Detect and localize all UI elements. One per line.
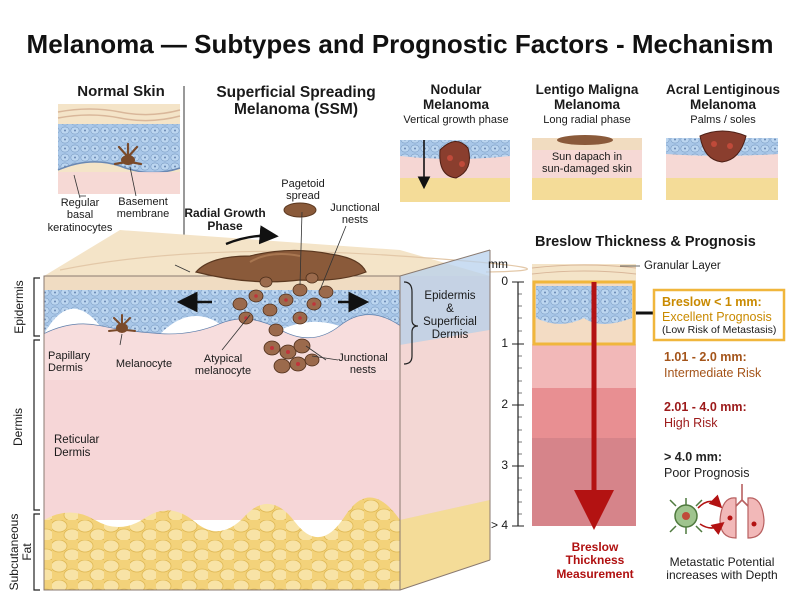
normal-skin-inset <box>57 104 181 194</box>
layer-brackets <box>33 277 40 591</box>
risk-2-text: Intermediate Risk <box>664 366 762 380</box>
nodular-inset <box>400 140 510 202</box>
zone-over-4mm <box>532 438 636 526</box>
reticular-dermis-layer <box>44 380 400 520</box>
subtype-lentigo-note: Sun dapach in sun-damaged skin <box>542 151 632 176</box>
subcutaneous-fat-layer <box>44 497 400 590</box>
risk-1-note: (Low Risk of Metastasis) <box>662 324 777 336</box>
ssm-tumor <box>194 202 367 283</box>
breslow-measurement-label: Breslow Thickness Measurement <box>556 540 634 581</box>
ruler-tick-4: > 4 <box>490 518 508 532</box>
layer-label-epidermis: Epidermis <box>12 280 26 334</box>
ruler-tick-1: 1 <box>501 336 508 350</box>
ruler-tick-2: 2 <box>501 397 508 411</box>
breslow-column <box>531 264 654 530</box>
layer-label-subcutaneous-fat: Subcutaneous Fat <box>7 513 35 591</box>
label-papillary-dermis: Papillary Dermis <box>48 350 91 375</box>
lymph-node-icon <box>669 498 703 534</box>
epidermis-bracket <box>403 281 419 365</box>
risk-4-text: Poor Prognosis <box>664 466 750 480</box>
subtype-lentigo-name: Lentigo Maligna Melanoma <box>535 82 639 113</box>
label-granular-layer: Granular Layer <box>644 260 721 272</box>
subtype-lentigo-desc: Long radial phase <box>543 114 631 126</box>
breslow-ruler <box>512 281 524 527</box>
page-title: Melanoma — Subtypes and Prognostic Facto… <box>26 29 774 59</box>
risk-3-range: 2.01 - 4.0 mm: <box>664 400 747 414</box>
ruler-tick-0: 0 <box>501 274 508 288</box>
subtype-nodular-name: Nodular Melanoma <box>422 82 490 113</box>
layer-label-dermis: Dermis <box>11 408 25 446</box>
risk-2-range: 1.01 - 2.0 mm: <box>664 350 747 364</box>
melanocyte-icon <box>108 314 136 333</box>
ruler-tick-3: 3 <box>501 458 508 472</box>
label-radial-growth-phase: Radial Growth Phase <box>184 206 266 234</box>
label-basement-membrane: Basement membrane <box>116 196 170 221</box>
label-melanocyte: Melanocyte <box>115 358 173 370</box>
ssm-heading: Superficial Spreading Melanoma (SSM) <box>216 84 376 119</box>
label-epidermis-superficial-dermis: Epidermis & Superficial Dermis <box>423 290 477 341</box>
zone-1-2mm <box>532 344 636 388</box>
risk-4-range: > 4.0 mm: <box>664 450 723 464</box>
keratinocyte-leader <box>73 174 81 199</box>
normal-melanocyte-icon <box>113 142 143 166</box>
label-junctional-nests-top: Junctional nests <box>330 202 380 227</box>
ruler-unit: mm <box>488 257 508 271</box>
normal-skin-heading: Normal Skin <box>77 83 165 100</box>
metastatic-potential-label: Metastatic Potential increases with Dept… <box>666 555 778 583</box>
skin-block <box>43 230 528 591</box>
label-pagetoid-spread: Pagetoid spread <box>281 178 325 203</box>
label-atypical-melanocyte: Atypical melanocyte <box>194 353 252 378</box>
lungs-icon <box>719 484 765 539</box>
lentigo-maligna-inset <box>532 135 642 200</box>
subtype-acral-name: Acral Lentiginous Melanoma <box>665 82 780 113</box>
breslow-heading: Breslow Thickness & Prognosis <box>535 234 756 250</box>
risk-1-text: Excellent Prognosis <box>662 310 772 324</box>
subtype-nodular-desc: Vertical growth phase <box>403 114 509 126</box>
excellent-prognosis-box <box>652 288 786 342</box>
zone-2-4mm <box>532 388 636 438</box>
radial-growth-arrow <box>225 225 279 246</box>
membrane-leader <box>129 166 137 197</box>
subtype-acral-desc: Palms / soles <box>690 114 756 126</box>
risk-3-text: High Risk <box>664 416 718 430</box>
label-regular-keratinocytes: Regular basal keratinocytes <box>47 197 113 234</box>
risk-1-range: Breslow < 1 mm: <box>662 295 762 309</box>
acral-inset <box>666 130 778 200</box>
label-junctional-nests-bottom: Junctional nests <box>338 352 388 377</box>
label-reticular-dermis: Reticular Dermis <box>54 434 100 459</box>
